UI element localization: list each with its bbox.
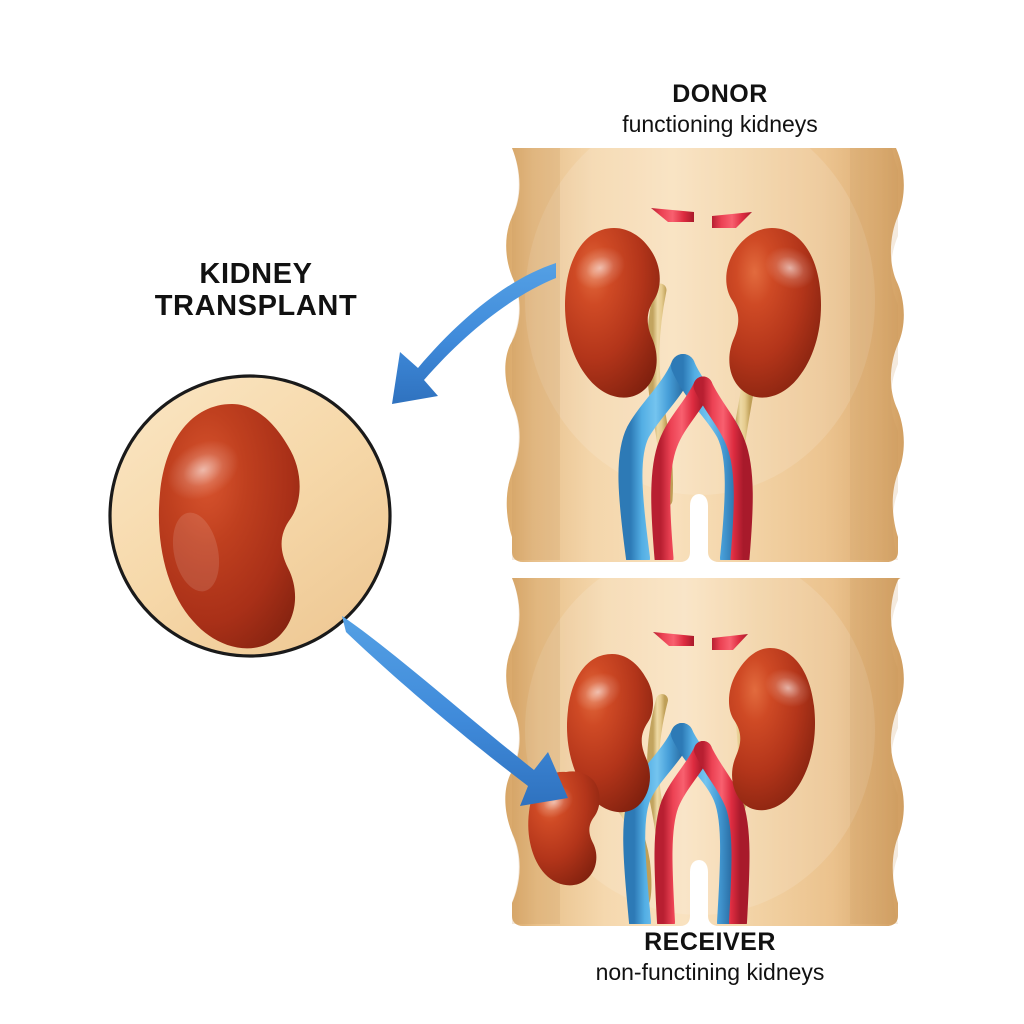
receiver-renal-artery-right [712,634,748,650]
receiver-iliac-artery-left [654,741,712,924]
receiver-kidney-left [566,654,654,813]
receiver-label: RECEIVER non-functining kidneys [470,928,950,986]
donor-label-subtitle: functioning kidneys [622,111,818,137]
donor-iliac-artery-right [693,376,753,560]
receiver-label-title: RECEIVER [644,928,776,956]
receiver-label-subtitle: non-functining kidneys [595,959,825,985]
donor-label-title: DONOR [672,80,768,108]
donor-renal-artery-right [712,212,752,228]
kidney-transplant-label-line1: KIDNEY [199,258,313,290]
donor-torso [505,148,904,562]
arrow-inset-to-receiver [342,616,568,806]
donor-iliac-vein-left [618,354,695,560]
receiver-kidney-right [728,648,816,811]
inset-kidney [158,404,300,649]
kidney-transplant-label: KIDNEY TRANSPLANT [0,258,512,323]
kidney-transplant-label-line2: TRANSPLANT [154,290,358,323]
donor-kidney-left [564,228,660,398]
donor-iliac-artery-left [651,376,713,560]
kidney-transplant-inset [108,374,392,658]
arrow-donor-to-inset [392,263,556,404]
donor-label: DONOR functioning kidneys [480,80,960,138]
donor-kidney-right [726,228,822,398]
receiver-iliac-artery-right [694,741,750,924]
receiver-torso [505,578,904,926]
